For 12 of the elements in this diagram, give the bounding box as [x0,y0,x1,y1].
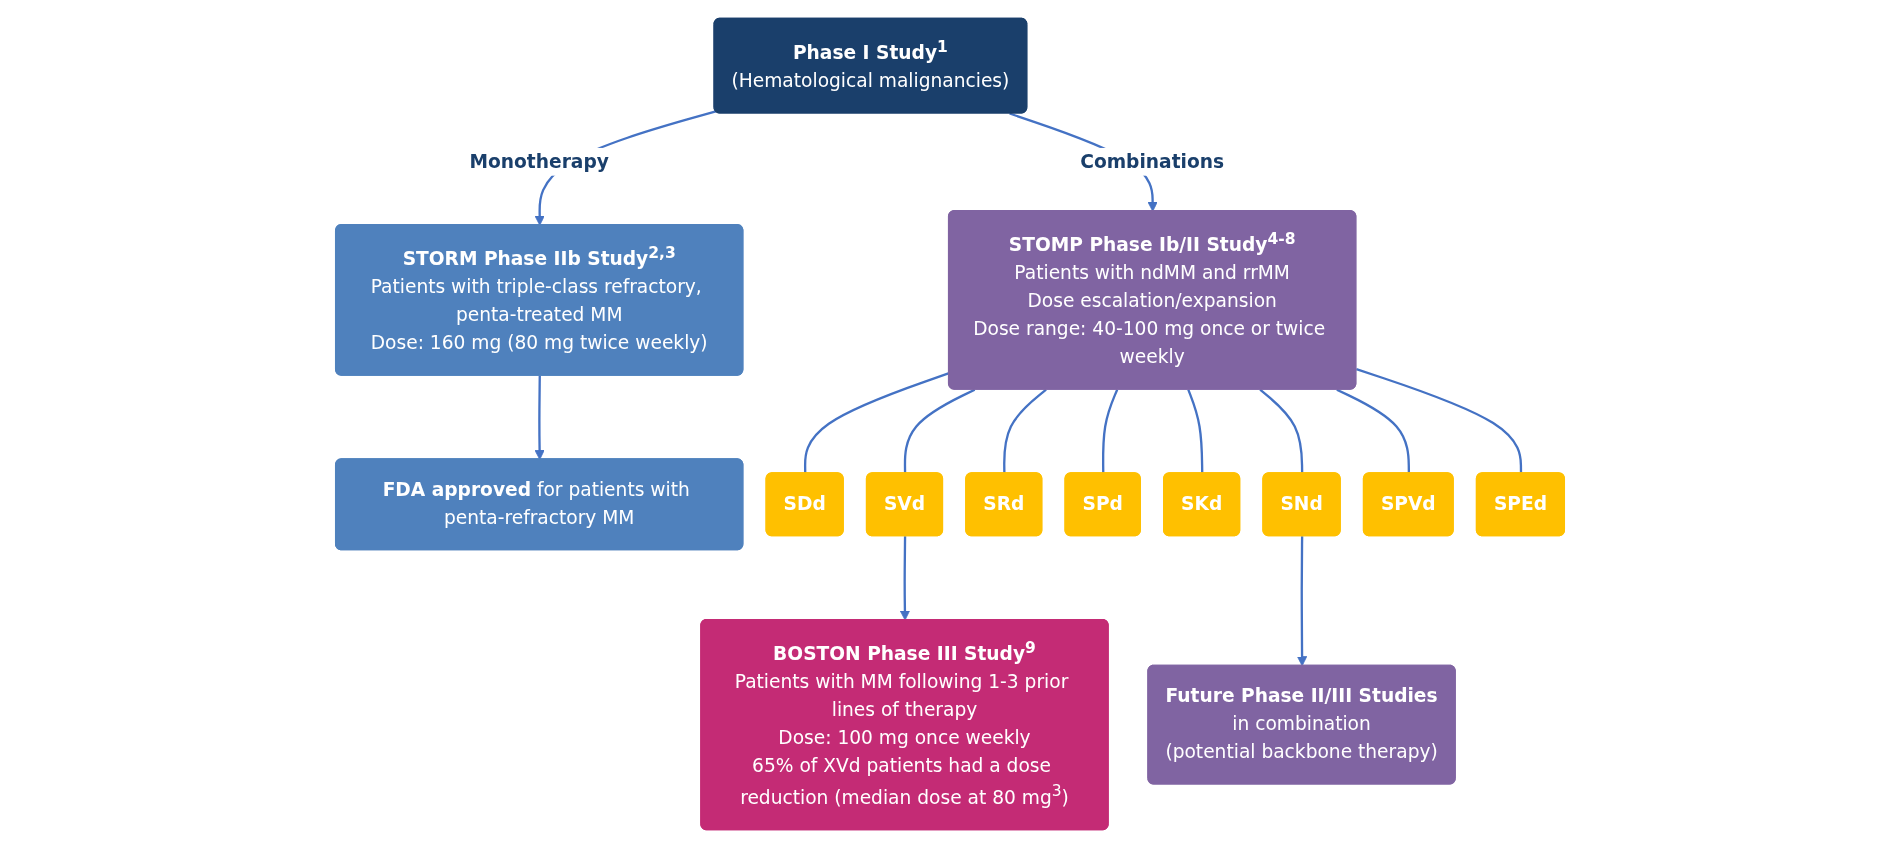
edge-label: Combinations [1079,149,1224,172]
connector [903,388,975,473]
edge-label: Monotherapy [469,149,609,172]
connector [1002,388,1047,473]
arrow [1296,535,1307,666]
connector [1258,388,1303,473]
arrow [534,375,545,460]
connector [1186,388,1203,473]
connector [1335,388,1410,473]
connector [803,371,949,473]
connector [1355,367,1522,473]
connector [1101,388,1118,473]
